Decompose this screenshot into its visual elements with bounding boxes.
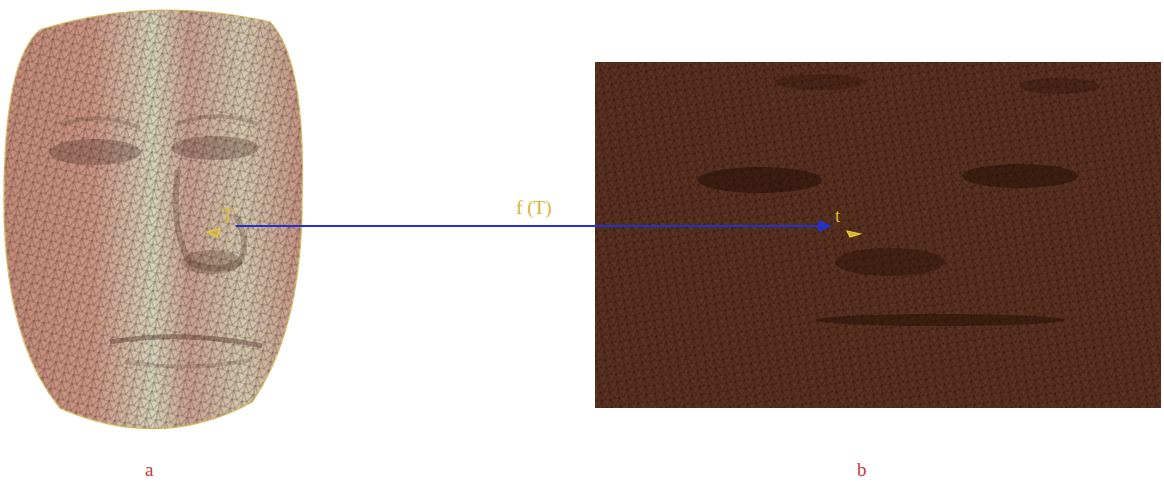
edge-label: f (T) bbox=[513, 197, 554, 218]
triangle-marker bbox=[846, 228, 862, 238]
arrowhead bbox=[818, 220, 832, 232]
mapping-arrow bbox=[236, 220, 832, 232]
panel-label: a bbox=[145, 460, 153, 479]
triangle-label: T bbox=[222, 206, 234, 225]
mesh-triangle: t bbox=[832, 206, 864, 246]
mesh-triangle: T bbox=[204, 206, 236, 246]
triangle-marker bbox=[206, 228, 222, 238]
triangle-label: t bbox=[835, 206, 840, 225]
flattened-mesh bbox=[595, 62, 1161, 408]
panel-label: b bbox=[857, 460, 867, 479]
face-mesh bbox=[0, 0, 310, 450]
